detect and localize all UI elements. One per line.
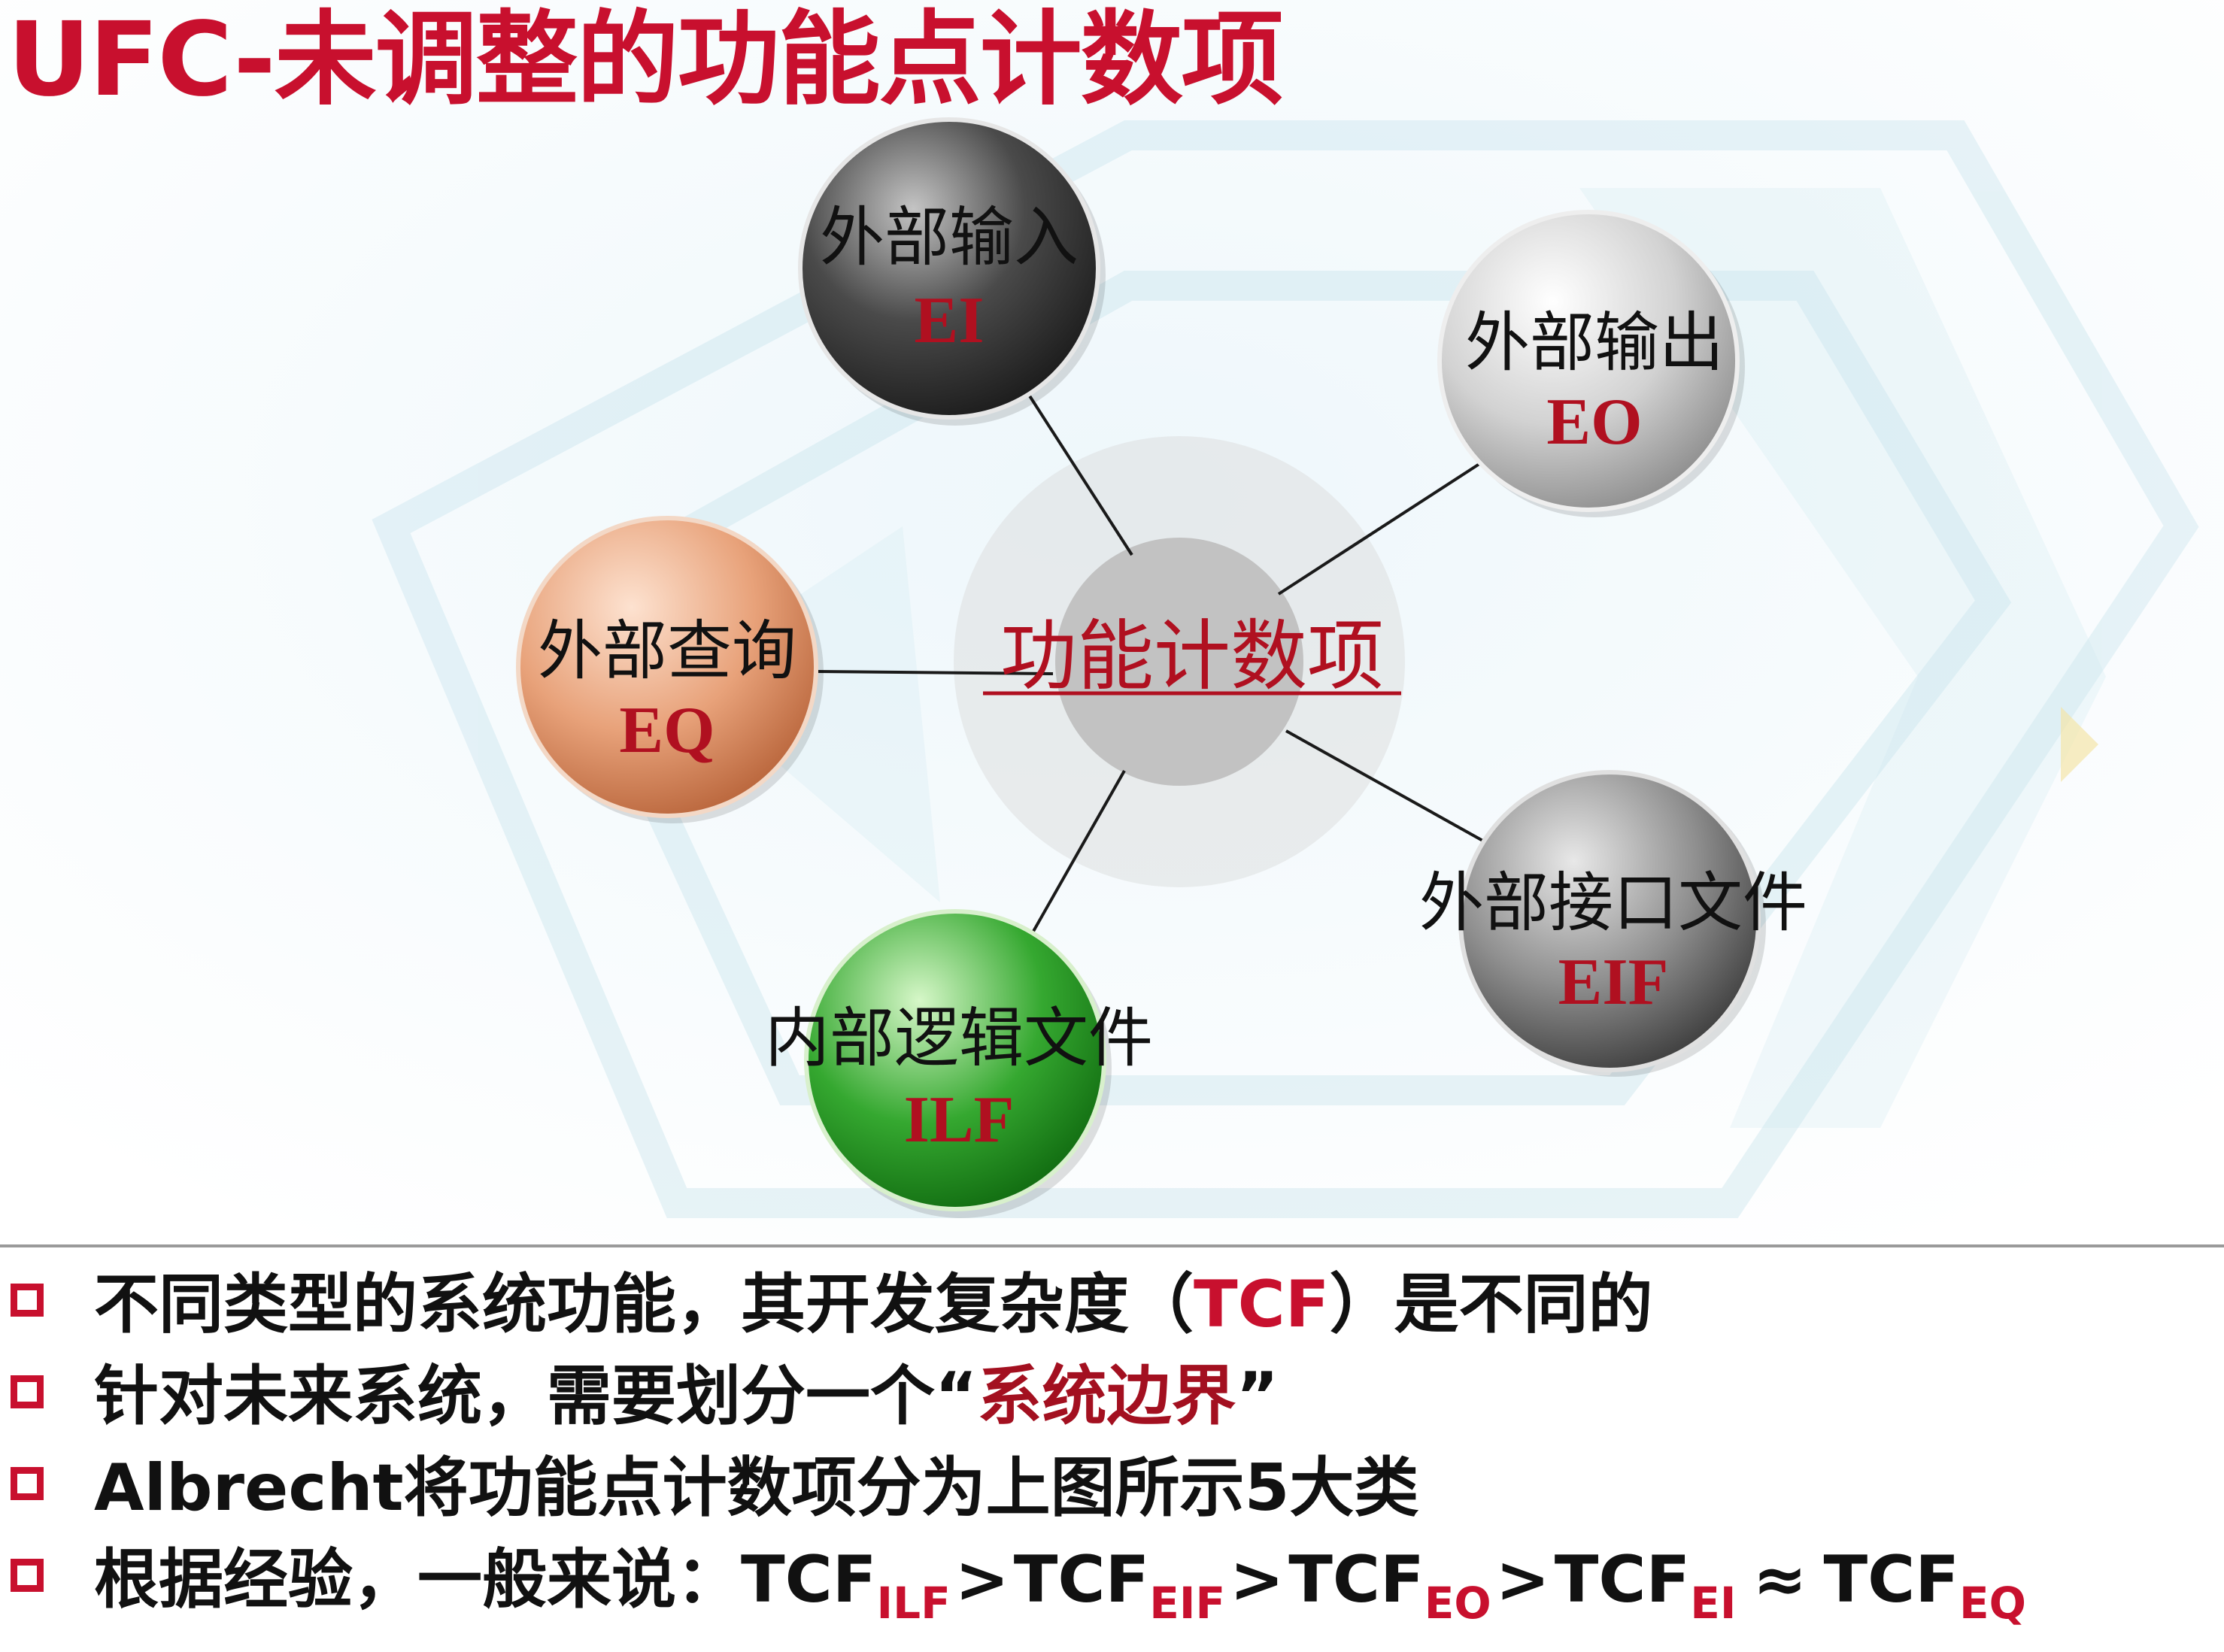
node-eo-sphere — [1437, 210, 1740, 512]
comparison-operator: > — [1495, 1542, 1550, 1617]
node-eo-label: 外部输出 — [1465, 305, 1724, 380]
square-bullet-icon — [11, 1467, 44, 1500]
connector-ei — [1027, 393, 1133, 556]
comparison-operator: > — [954, 1542, 1009, 1617]
bullet-2-text: 针对未来系统，需要划分一个“ — [94, 1359, 978, 1434]
square-bullet-icon — [11, 1284, 44, 1317]
node-ilf-label: 内部逻辑文件 — [765, 1001, 1153, 1076]
node-eo-abbr: EO — [1546, 386, 1642, 459]
node-ei-label: 外部输入 — [820, 200, 1079, 275]
function-count-diagram: 外部输入 EI 外部输出 EO 外部查询 EQ 外部接口文件 EIF 内部逻辑文… — [516, 117, 1807, 1218]
node-ilf-sphere — [804, 909, 1106, 1211]
divider — [0, 1244, 2224, 1247]
bullet-1-text-end: ）是不同的 — [1329, 1267, 1653, 1342]
bullet-2-text-end: ” — [1236, 1359, 1279, 1434]
node-eif-abbr: EIF — [1558, 946, 1669, 1019]
node-eq-sphere — [516, 516, 818, 818]
tcf-term: TCFEI — [1554, 1542, 1737, 1629]
connector-eq — [818, 670, 1054, 675]
node-ei-sphere — [798, 117, 1100, 420]
tcf-term: TCFILF — [741, 1542, 951, 1629]
node-eq-abbr: EQ — [619, 694, 715, 767]
node-ei-abbr: EI — [915, 284, 985, 357]
center-core — [1055, 538, 1303, 786]
connector-eo — [1277, 461, 1483, 596]
bullet-2-highlight: 系统边界 — [977, 1359, 1236, 1434]
bullet-1-text: 不同类型的系统功能，其开发复杂度（ — [94, 1267, 1194, 1342]
tcf-term: TCFEQ — [1823, 1542, 2026, 1629]
bullet-4-text: 根据经验，一般来说： — [94, 1542, 741, 1617]
tcf-term: TCFEIF — [1013, 1542, 1226, 1629]
connector-ilf — [1030, 770, 1126, 935]
comparison-operator: > — [1230, 1542, 1285, 1617]
center-label: 功能计数项 — [1000, 612, 1384, 702]
square-bullet-icon — [11, 1559, 44, 1592]
tcf-term: TCFEO — [1288, 1542, 1491, 1629]
square-bullet-icon — [11, 1375, 44, 1408]
bullet-3-text: Albrecht将功能点计数项分为上图所示5大类 — [94, 1450, 1419, 1526]
node-ilf-abbr: ILF — [904, 1084, 1015, 1156]
node-eq-label: 外部查询 — [538, 614, 796, 689]
slide-title: UFC-未调整的功能点计数项 — [8, 1, 1284, 120]
background-decoration — [0, 0, 2224, 1248]
node-eif-sphere — [1458, 770, 1761, 1072]
bullet-1-highlight: TCF — [1194, 1267, 1330, 1342]
comparison-operator: ≈ — [1752, 1542, 1807, 1617]
connector-eif — [1285, 729, 1486, 844]
node-eif-label: 外部接口文件 — [1419, 865, 1807, 941]
